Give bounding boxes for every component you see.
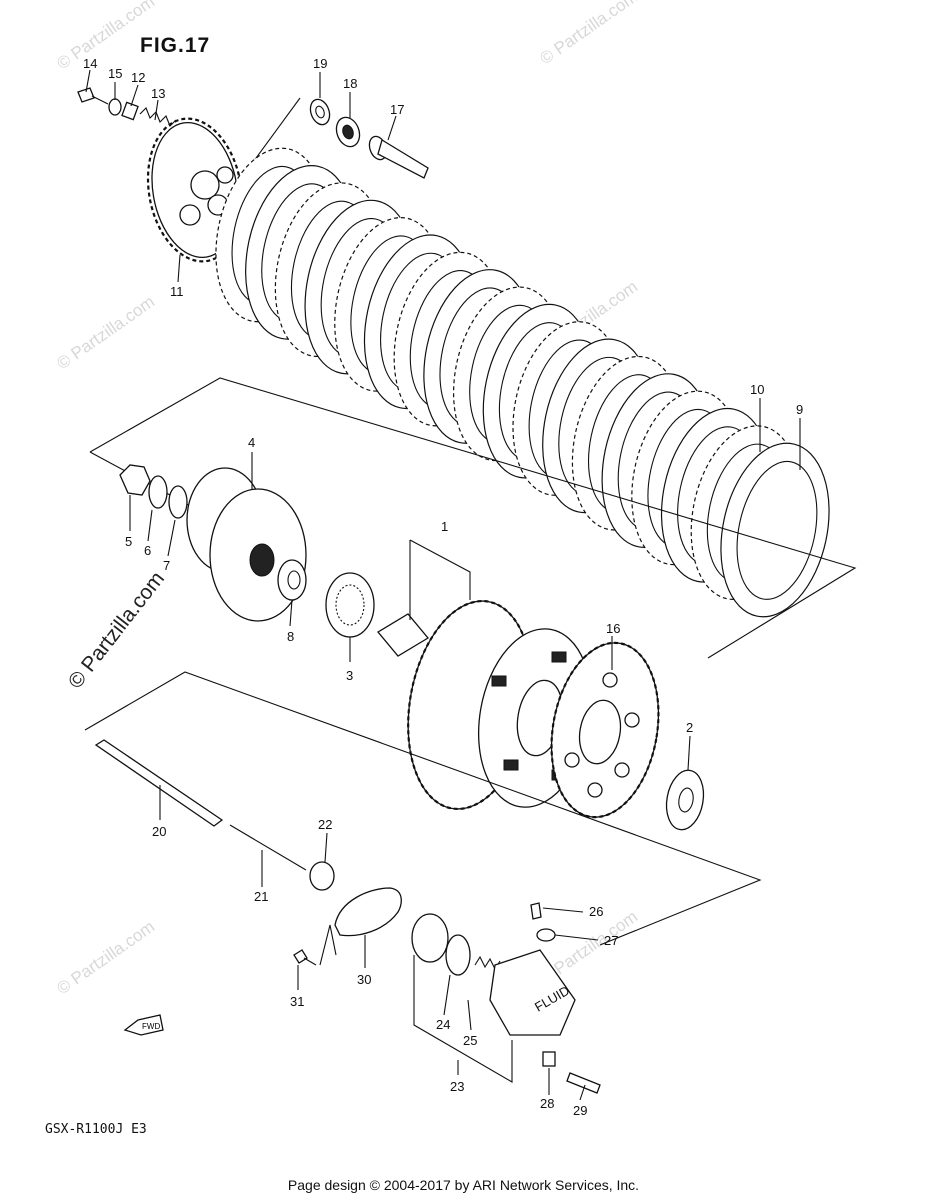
part-label-15: 15 [108,66,122,81]
push-rod-piece [309,861,335,891]
cover-bolt [293,949,308,964]
lock-washer [148,475,168,509]
plate-inner-edge [736,460,818,600]
thrust-washer-hole [315,105,325,119]
cylinder-bolt [566,1072,601,1094]
damper-spring [551,651,567,663]
pressure-plate-boss [190,170,220,200]
dowel-pin [542,1051,556,1067]
damper-spring [491,675,507,687]
clutch-hub-assembly [89,377,857,831]
release-bearing-inner [342,124,354,140]
needle-bearing-rollers [335,584,365,626]
part-labels: 1 2 3 4 5 6 7 8 9 10 11 12 13 14 15 16 1… [83,56,803,1118]
thrust-washer [277,559,307,601]
oil-pump-gear-bore [578,699,622,765]
pressure-plate-boss [179,204,201,226]
part-label-18: 18 [343,76,357,91]
pressure-plate-boss [216,166,234,184]
fwd-arrow-shape [123,1014,164,1036]
gear-hole [624,712,640,728]
thrust-washer-hole [287,570,301,590]
drive-plate [720,442,830,618]
push-piece-shaft [377,139,429,179]
group-frame [84,671,762,946]
part-1-bracket [409,539,471,620]
clutch-hub-nut [119,464,151,496]
thrust-washer [309,98,331,126]
part-label-12: 12 [131,70,145,85]
gear-hole [614,762,630,778]
release-cylinder-body [489,949,576,1036]
part-label-9: 9 [796,402,803,417]
part-label-19: 19 [313,56,327,71]
clutch-push-rod-short [229,824,307,871]
bleeder-valve [530,902,542,920]
part-label-27: 27 [604,933,618,948]
collar [121,101,139,121]
thrust-washer-hole [678,787,694,813]
watermark: © Partzilla.com [53,917,158,998]
release-cylinder-assembly: FLUID [84,671,762,1094]
part-label-6: 6 [144,543,151,558]
part-label-23: 23 [450,1079,464,1094]
cylinder-cover [334,887,402,937]
part-label-1: 1 [441,519,448,534]
leader-lines [85,69,801,1101]
page-footer: Page design © 2004-2017 by ARI Network S… [287,1177,640,1193]
needle-bearing [325,572,375,638]
part-label-3: 3 [346,668,353,683]
part-label-25: 25 [463,1033,477,1048]
bleeder-cap [536,928,556,942]
sleeve-hub-bore [249,543,275,577]
gear-hole [587,782,603,798]
part-label-28: 28 [540,1096,554,1111]
watermarks: © Partzilla.com © Partzilla.com © Partzi… [53,0,641,998]
watermark-side: © Partzilla.com [64,567,169,693]
leader-line [319,924,337,966]
oil-pump-drive-gear-teeth [550,641,660,819]
cover-bolt-shank [303,957,317,966]
part-label-11: 11 [170,284,184,299]
thrust-washer [665,769,705,831]
part-label-21: 21 [254,889,268,904]
part-label-7: 7 [163,558,170,573]
part-label-16: 16 [606,621,620,636]
part-label-30: 30 [357,972,371,987]
clutch-plate-stack [215,147,830,618]
washer [108,98,122,116]
washer [168,485,188,519]
model-code: GSX-R1100J E3 [45,1122,147,1137]
piston-seal [445,934,471,976]
fwd-label: FWD [142,1022,160,1031]
spacer [377,613,429,657]
part-label-24: 24 [436,1017,450,1032]
clutch-push-rod-long [94,739,224,827]
part-label-20: 20 [152,824,166,839]
part-label-4: 4 [248,435,255,450]
part-label-10: 10 [750,382,764,397]
part-23-bracket [413,955,513,1083]
figure-title: FIG.17 [140,34,210,57]
part-label-22: 22 [318,817,332,832]
part-label-5: 5 [125,534,132,549]
piston [411,913,449,963]
part-label-8: 8 [287,629,294,644]
gear-hole [602,672,618,688]
fwd-arrow: FWD [123,1014,164,1036]
part-label-31: 31 [290,994,304,1009]
group-frame [89,377,857,659]
part-label-26: 26 [589,904,603,919]
bolt-shank [91,95,109,105]
part-label-29: 29 [573,1103,587,1118]
part-label-2: 2 [686,720,693,735]
part-label-14: 14 [83,56,97,71]
gear-hole [564,752,580,768]
damper-spring [503,759,519,771]
watermark: © Partzilla.com [536,0,641,68]
part-label-17: 17 [390,102,404,117]
part-label-13: 13 [151,86,165,101]
watermark: © Partzilla.com [53,292,158,373]
